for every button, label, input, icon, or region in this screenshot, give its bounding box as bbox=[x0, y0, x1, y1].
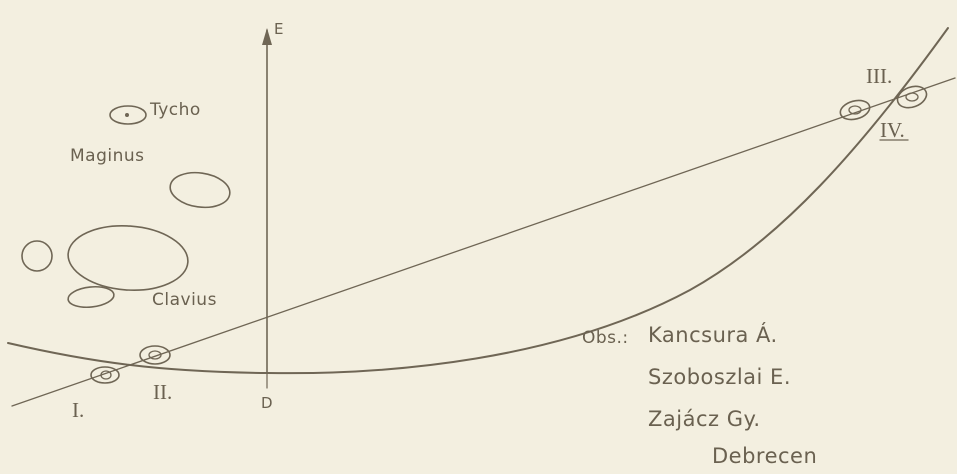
point-3-marker bbox=[839, 99, 871, 121]
obs-prefix: Obs.: bbox=[582, 328, 629, 348]
observer-1: Kancsura Á. bbox=[648, 323, 778, 347]
crater-label-clavius: Clavius bbox=[152, 290, 217, 310]
point-2-label: II. bbox=[153, 380, 173, 404]
axis-arrowhead bbox=[262, 28, 272, 45]
point-2-marker bbox=[139, 345, 171, 365]
crater-tycho-outline bbox=[109, 105, 147, 125]
crater-small-bottom bbox=[67, 285, 115, 309]
point-4-label: IV. bbox=[880, 118, 905, 142]
point-1-marker bbox=[90, 366, 120, 384]
point-3-label: III. bbox=[866, 64, 893, 88]
crater-label-tycho: Tycho bbox=[150, 100, 201, 120]
crater-maginus-outline bbox=[169, 171, 231, 209]
observer-2: Szoboszlai E. bbox=[648, 365, 791, 389]
axis-d-label: D bbox=[261, 394, 273, 412]
crater-tycho-central-peak bbox=[125, 113, 129, 117]
point-4-marker bbox=[896, 85, 928, 109]
location: Debrecen bbox=[712, 444, 818, 468]
axis-e-label: E bbox=[274, 20, 284, 38]
point-1-label: I. bbox=[72, 398, 85, 422]
crater-clavius-outline bbox=[67, 225, 189, 291]
crater-label-maginus: Maginus bbox=[70, 146, 145, 166]
curve-line bbox=[7, 27, 949, 375]
crater-small-left bbox=[21, 240, 53, 272]
observer-3: Zajácz Gy. bbox=[648, 407, 761, 431]
